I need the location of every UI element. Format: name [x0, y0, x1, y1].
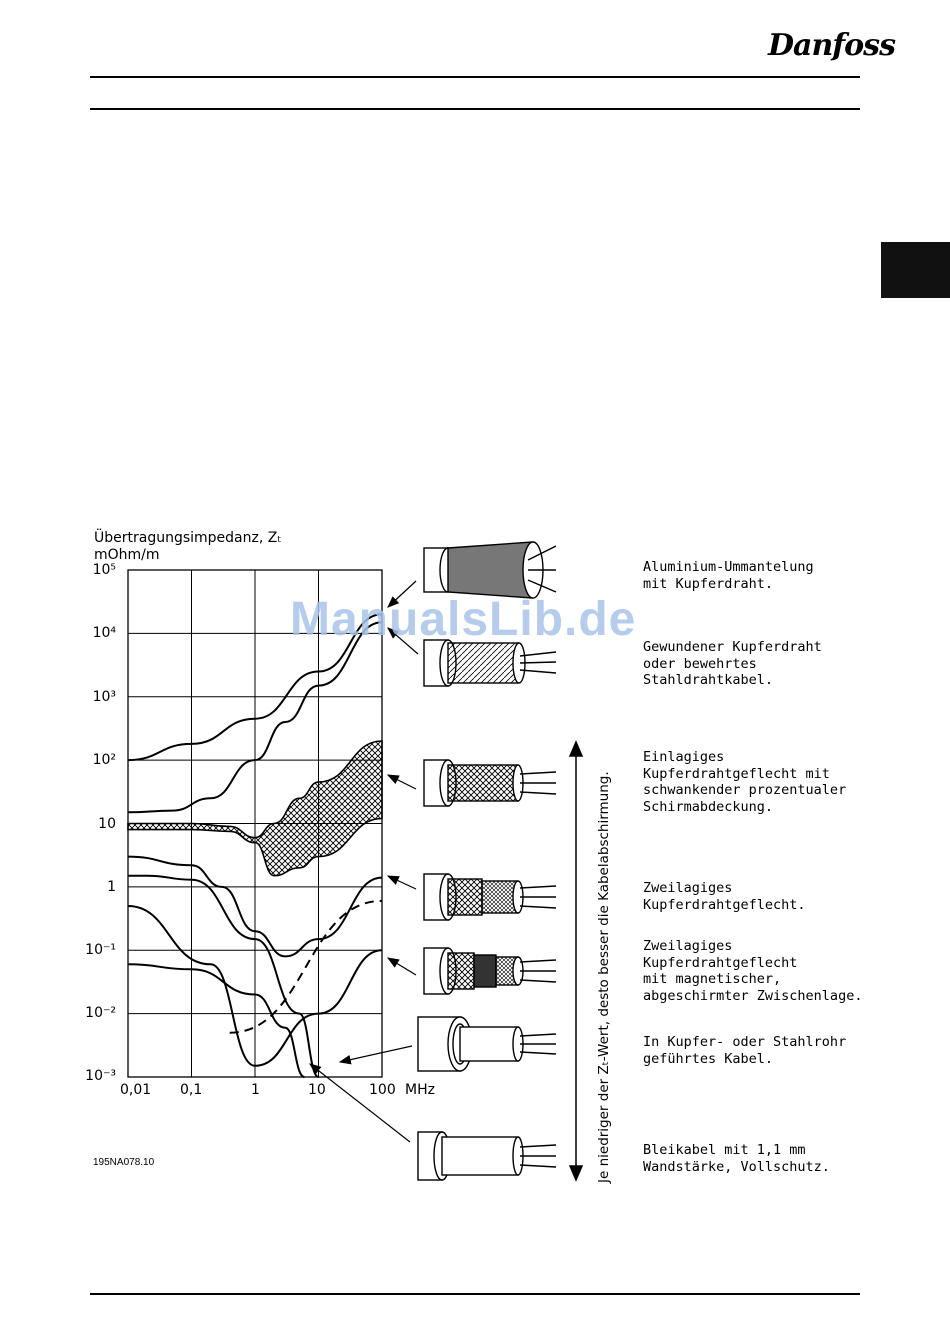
pointer-arrow	[387, 580, 417, 608]
series-line-7-7	[127, 963, 305, 1078]
x-axis-unit: MHz	[405, 1082, 435, 1098]
lead-cable-icon	[417, 1131, 557, 1181]
double-braid-cable-icon	[423, 873, 557, 921]
pointer-arrow	[309, 1063, 411, 1143]
y-tick-label: 10⁻²	[85, 1005, 116, 1021]
series-line-4-3	[127, 855, 383, 958]
x-tick-label: 1	[251, 1082, 260, 1098]
y-tick-label: 10⁴	[92, 625, 116, 641]
pointer-arrow	[387, 627, 419, 655]
aluminium-sheath-cable-icon	[423, 541, 557, 599]
twisted-copper-cable-icon	[423, 639, 557, 687]
series-line-1-0	[127, 613, 383, 762]
conduit-cable-icon	[417, 1016, 557, 1072]
y-tick-label: 10⁻³	[85, 1068, 116, 1084]
footer-rule	[90, 1293, 860, 1295]
pointer-arrow	[386, 875, 417, 890]
chapter-tab	[881, 242, 950, 298]
magnetic-braid-cable-icon	[423, 947, 557, 995]
y-axis-unit: mOhm/m	[94, 547, 160, 563]
x-tick-label: 0,01	[120, 1082, 152, 1098]
figure-id: 195NA078.10	[93, 1157, 155, 1168]
series-line-5-4	[127, 905, 383, 1067]
y-tick-label: 10³	[92, 689, 116, 705]
series-line-6-5	[229, 899, 383, 1034]
danfoss-logo: Danfoss	[768, 28, 896, 63]
y-tick-label: 1	[107, 879, 116, 895]
quality-double-arrow	[568, 740, 584, 1182]
pointer-arrow	[338, 1045, 413, 1065]
series-line-7-6	[128, 874, 320, 1078]
x-tick-label: 100	[369, 1082, 396, 1098]
y-tick-label: 10⁻¹	[85, 942, 116, 958]
header-rule-bottom	[90, 108, 860, 110]
series-line-2-1	[127, 621, 383, 814]
shielding-note: Je niedriger der Zₜ-Wert, desto besser d…	[596, 771, 612, 1183]
single-braid-cable-icon	[423, 759, 557, 807]
y-tick-label: 10	[98, 816, 116, 832]
y-tick-label: 10²	[92, 752, 116, 768]
pointer-arrow	[386, 957, 417, 976]
x-tick-label: 0,1	[180, 1082, 203, 1098]
header-rule-top	[90, 76, 860, 78]
watermark: ManualsLib.de	[290, 593, 637, 646]
y-axis-title: Übertragungsimpedanz, Zₜ	[94, 530, 282, 546]
series-band-3	[127, 740, 383, 877]
y-tick-label: 10⁵	[92, 562, 116, 578]
pointer-arrow	[386, 774, 417, 790]
x-tick-label: 10	[308, 1082, 326, 1098]
